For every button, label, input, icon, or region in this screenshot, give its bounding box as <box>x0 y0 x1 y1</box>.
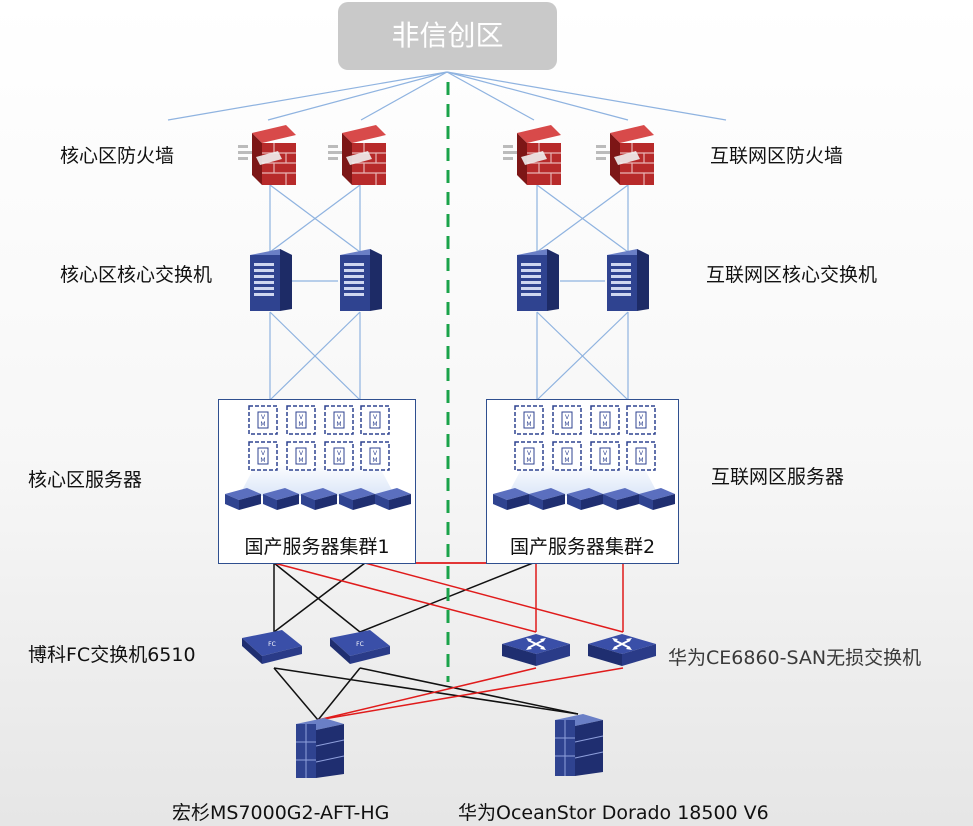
storage-array-right-icon <box>555 714 604 776</box>
firewall-icon <box>238 125 296 185</box>
core-switch-icon <box>517 249 559 311</box>
label-storage-right: 华为OceanStor Dorado 18500 V6 <box>458 802 769 824</box>
label-storage-left: 宏杉MS7000G2-AFT-HG <box>172 802 390 824</box>
firewall-icon <box>328 125 386 185</box>
huawei-san-switch-icon <box>588 634 656 666</box>
firewall-icon <box>596 125 654 185</box>
label-huawei-switch: 华为CE6860-SAN无损交换机 <box>668 647 922 669</box>
core-switch-icon <box>250 249 292 311</box>
huawei-san-switch-icon <box>502 634 570 666</box>
firewall-icon <box>503 125 561 185</box>
server-cluster-2: 国产服务器集群2 <box>486 399 679 564</box>
label-core-switch: 核心区核心交换机 <box>60 264 213 286</box>
uplink-lines <box>167 71 727 401</box>
label-internet-switch: 互联网区核心交换机 <box>706 264 878 286</box>
label-internet-server: 互联网区服务器 <box>711 466 845 488</box>
cluster-2-graphics <box>493 405 675 510</box>
fc-switch-text: FC <box>356 641 364 648</box>
label-fc-switch: 博科FC交换机6510 <box>28 644 196 666</box>
core-switch-icon <box>340 249 382 311</box>
cluster-1-label: 国产服务器集群1 <box>244 536 390 558</box>
storage-array-left-icon <box>296 718 345 778</box>
fc-switch-icon: FC <box>242 630 302 664</box>
cluster-1-graphics: V M <box>225 405 411 510</box>
label-core-firewall: 核心区防火墙 <box>60 145 175 167</box>
core-switch-icon <box>607 249 649 311</box>
non-xinchuang-zone-box: 非信创区 <box>338 2 557 70</box>
server-cluster-1: V M 国产服务器集群1 <box>218 399 416 564</box>
label-core-server: 核心区服务器 <box>28 469 143 491</box>
fc-switch-icon: FC <box>330 630 390 664</box>
fc-switch-text: FC <box>268 641 276 648</box>
top-zone-label: 非信创区 <box>391 19 504 52</box>
cluster-2-label: 国产服务器集群2 <box>509 536 656 558</box>
label-internet-firewall: 互联网区防火墙 <box>710 145 844 167</box>
